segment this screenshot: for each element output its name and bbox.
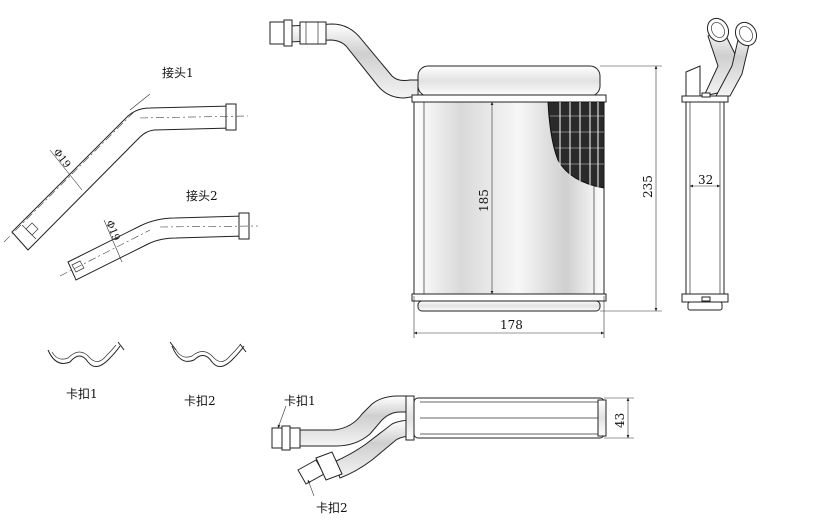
clip-1-label: 卡扣1 <box>66 387 98 401</box>
connector-1-label: 接头1 <box>162 65 194 80</box>
core-height-dimension: 185 <box>477 189 491 212</box>
width-dimension: 178 <box>500 318 523 332</box>
clip-1-drawing: 卡扣1 <box>47 341 125 401</box>
side-depth-dimension: 32 <box>698 173 713 187</box>
connector-2-label: 接头2 <box>186 188 218 203</box>
pipe-diameter-2-label: Φ19 <box>103 219 121 243</box>
clip-2-label: 卡扣2 <box>184 394 216 408</box>
callout-clip-1-label: 卡扣1 <box>284 394 316 408</box>
pipe-diameter-1-label: Φ19 <box>51 147 73 170</box>
bottom-view: 43 卡扣1 卡扣2 <box>271 394 634 515</box>
connector-2-drawing: 接头2 Φ19 <box>59 188 259 281</box>
front-view: 185 235 178 <box>269 19 662 338</box>
clip-2-drawing: 卡扣2 <box>169 341 247 408</box>
total-height-dimension: 235 <box>641 175 655 198</box>
callout-clip-2-label: 卡扣2 <box>316 501 348 515</box>
fin-pattern <box>547 101 605 189</box>
bottom-depth-dimension: 43 <box>613 413 627 428</box>
side-view: 32 <box>681 17 758 311</box>
